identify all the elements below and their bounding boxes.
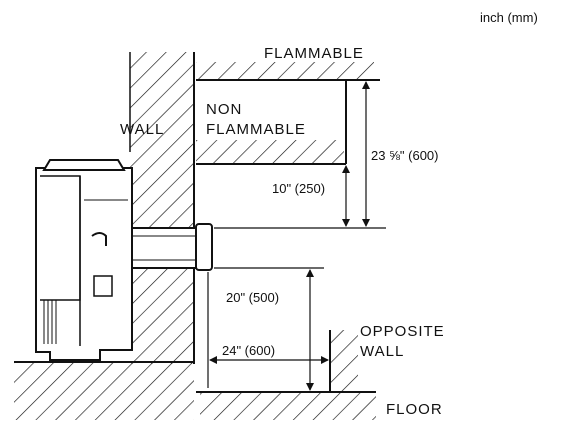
flammable-zone	[196, 62, 380, 81]
non-flammable-zone	[196, 80, 347, 165]
dim-to-opposite-wall: 24" (600)	[209, 343, 329, 364]
floor-label: FLOOR	[386, 401, 443, 418]
non-flammable-label: FLAMMABLE	[206, 121, 306, 138]
dim-to-opposite-wall-label: 24" (600)	[222, 343, 275, 358]
dim-ceiling-clearance: 23 ⅝" (600)	[362, 81, 439, 227]
dim-below-pipe: 20" (500)	[226, 269, 314, 391]
floor-left	[14, 361, 194, 420]
wall-label: WALL	[120, 121, 164, 138]
opposite-wall	[329, 330, 358, 392]
opposite-label: OPPOSITE	[360, 323, 445, 340]
dim-above-pipe: 10" (250)	[272, 165, 350, 227]
exhaust-pipe	[131, 223, 213, 271]
units-label: inch (mm)	[480, 10, 538, 25]
floor-right	[196, 391, 376, 420]
reference-lines	[207, 227, 386, 388]
non-label: NON	[206, 101, 242, 118]
dim-below-pipe-label: 20" (500)	[226, 290, 279, 305]
dim-ceiling-clearance-label: 23 ⅝" (600)	[371, 148, 439, 163]
heater-unit	[35, 159, 133, 361]
dim-above-pipe-label: 10" (250)	[272, 181, 325, 196]
flammable-label: FLAMMABLE	[264, 45, 364, 62]
wall	[129, 52, 195, 364]
opposite-wall-label: WALL	[360, 343, 404, 360]
